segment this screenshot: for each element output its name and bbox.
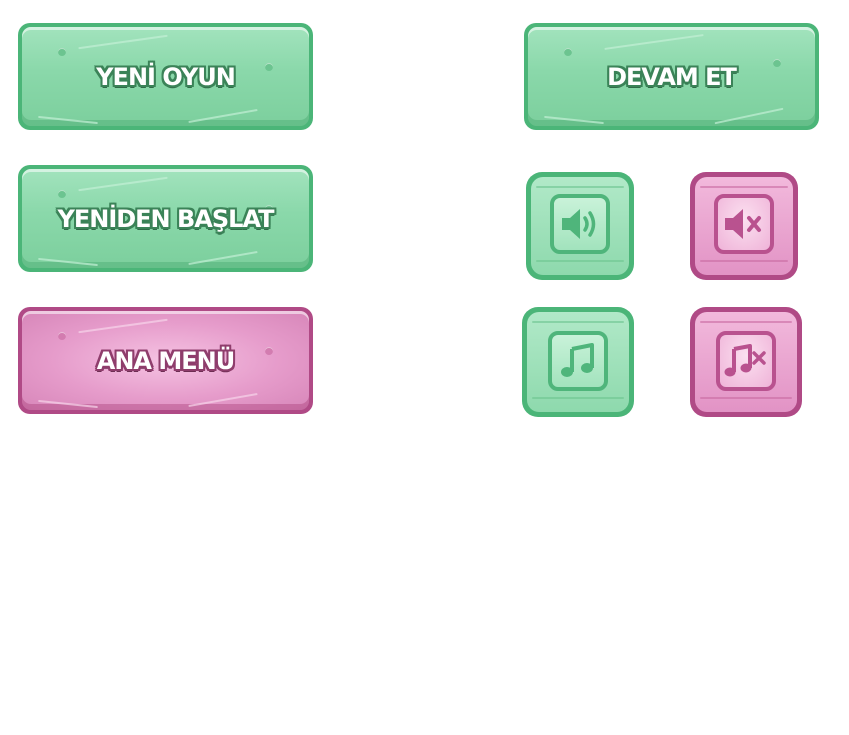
plank-face xyxy=(22,27,309,126)
plank-nail xyxy=(773,59,781,67)
plank-nail xyxy=(564,48,572,56)
music-off-button[interactable] xyxy=(690,307,802,417)
plank-face xyxy=(22,169,309,268)
continue-button[interactable]: DEVAM ET xyxy=(524,23,819,130)
main-menu-label: ANA MENÜ xyxy=(96,346,235,375)
tile-slat xyxy=(532,321,624,323)
plank-nail xyxy=(58,48,66,56)
plank-face xyxy=(22,311,309,410)
music-mute-icon xyxy=(716,331,776,391)
restart-button[interactable]: YENİDEN BAŞLAT xyxy=(18,165,313,272)
sound-on-button[interactable] xyxy=(526,172,634,280)
sound-off-button[interactable] xyxy=(690,172,798,280)
tile-slat xyxy=(532,397,624,399)
tile-slat xyxy=(700,260,788,262)
plank-nail xyxy=(58,332,66,340)
tile-slat xyxy=(700,397,792,399)
plank-face xyxy=(528,27,815,126)
continue-label: DEVAM ET xyxy=(607,62,737,91)
tile-slat xyxy=(536,260,624,262)
restart-label: YENİDEN BAŞLAT xyxy=(57,204,274,233)
speaker-on-icon xyxy=(550,194,610,254)
tile-slat xyxy=(700,321,792,323)
speaker-mute-icon xyxy=(714,194,774,254)
music-note-icon xyxy=(548,331,608,391)
tile-slat xyxy=(536,186,624,188)
new-game-label: YENİ OYUN xyxy=(96,62,236,91)
music-on-button[interactable] xyxy=(522,307,634,417)
main-menu-button[interactable]: ANA MENÜ xyxy=(18,307,313,414)
plank-nail xyxy=(265,347,273,355)
tile-slat xyxy=(700,186,788,188)
plank-nail xyxy=(58,190,66,198)
plank-nail xyxy=(265,63,273,71)
plank-nail xyxy=(265,205,273,213)
new-game-button[interactable]: YENİ OYUN xyxy=(18,23,313,130)
